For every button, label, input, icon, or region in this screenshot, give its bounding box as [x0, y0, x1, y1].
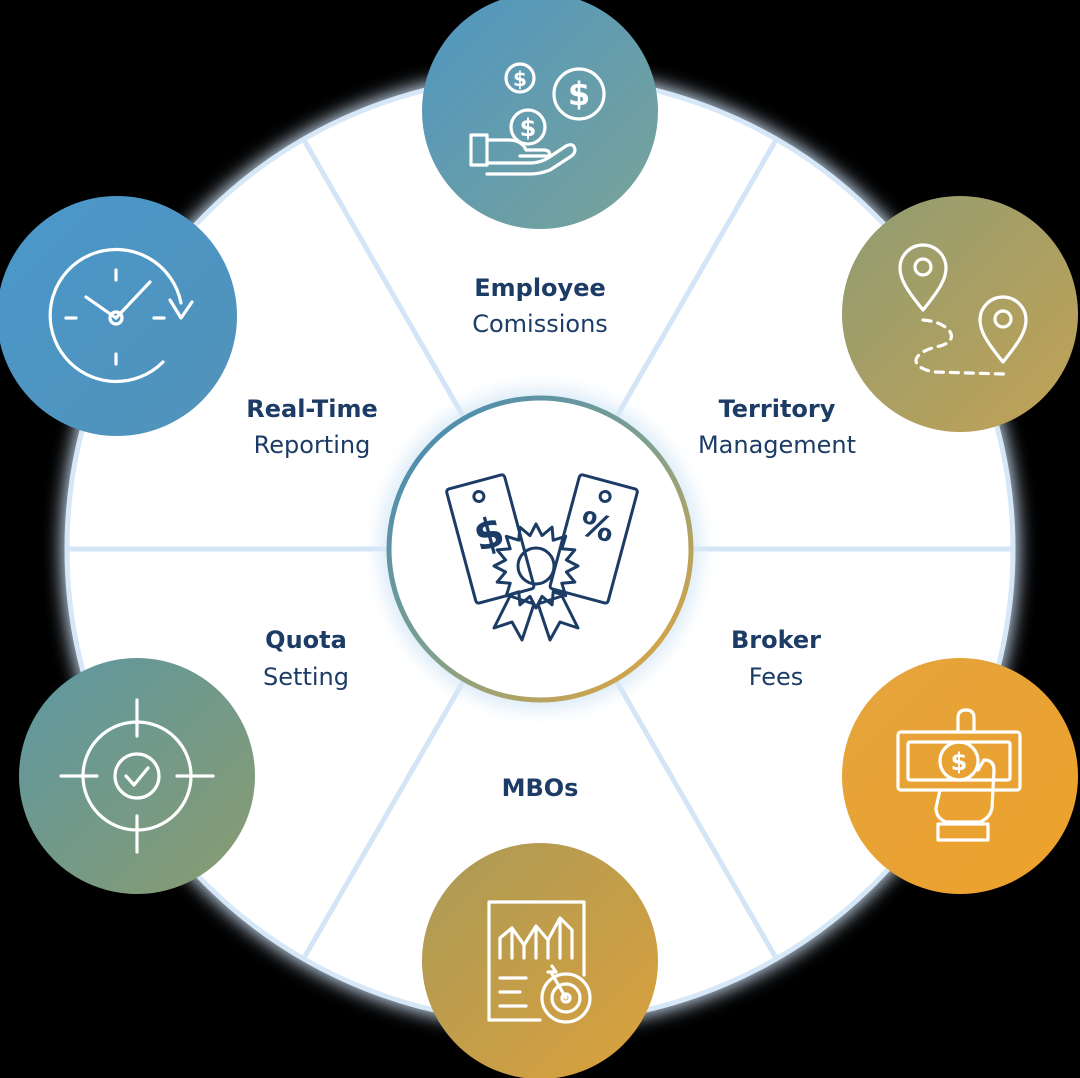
map-route-icon — [898, 243, 1028, 376]
icon-circle-real-time-reporting — [0, 196, 237, 436]
segment-subtitle: Setting — [263, 663, 349, 691]
segment-real-time-reporting: Real-Time Reporting — [246, 395, 378, 459]
segment-territory-management: Territory Management — [698, 395, 856, 459]
segment-title: Broker — [731, 626, 821, 654]
segment-quota-setting: Quota Setting — [263, 626, 349, 691]
hand-banknote-icon: $ — [896, 708, 1022, 842]
icon-circle-employee-commissions: $ $ $ — [422, 0, 658, 229]
segment-title: Employee — [474, 274, 606, 302]
svg-text:$: $ — [520, 114, 537, 142]
icon-circle-quota-setting — [19, 658, 255, 894]
wheel-dividers — [64, 137, 1016, 961]
segment-subtitle: Comissions — [472, 310, 608, 338]
icon-circle-broker-fees: $ — [842, 658, 1078, 894]
circle-bg — [842, 658, 1078, 894]
circle-bg — [422, 843, 658, 1078]
segment-mbos: MBOs — [502, 774, 579, 802]
segment-title: Territory — [719, 395, 836, 423]
circle-bg — [19, 658, 255, 894]
rosette-shape — [492, 522, 580, 610]
center-hub: $ % — [380, 389, 700, 709]
price-tags-badge-icon: $ % — [445, 473, 639, 642]
divider-upper-right — [614, 137, 779, 419]
report-target-icon — [487, 900, 592, 1024]
icon-circle-territory-management — [842, 196, 1078, 432]
divider-lower-right — [614, 679, 779, 961]
icon-circle-mbos — [422, 843, 658, 1078]
divider-upper-left — [301, 137, 466, 419]
segment-subtitle: Fees — [749, 663, 804, 691]
segment-subtitle: Reporting — [254, 431, 371, 459]
segment-title: Quota — [265, 626, 347, 654]
segment-broker-fees: Broker Fees — [731, 626, 821, 691]
segment-employee-commissions: Employee Comissions — [472, 274, 608, 338]
segment-title: Real-Time — [246, 395, 378, 423]
segment-subtitle: Management — [698, 431, 856, 459]
crosshair-check-icon — [59, 698, 215, 854]
svg-text:$: $ — [951, 748, 968, 776]
divider-lower-left — [301, 679, 466, 961]
hand-coins-icon: $ $ $ — [469, 62, 606, 176]
clock-refresh-icon — [48, 247, 194, 384]
circle-bg — [842, 196, 1078, 432]
segment-title: MBOs — [502, 774, 579, 802]
svg-text:$: $ — [568, 75, 590, 113]
svg-text:$: $ — [513, 67, 527, 91]
